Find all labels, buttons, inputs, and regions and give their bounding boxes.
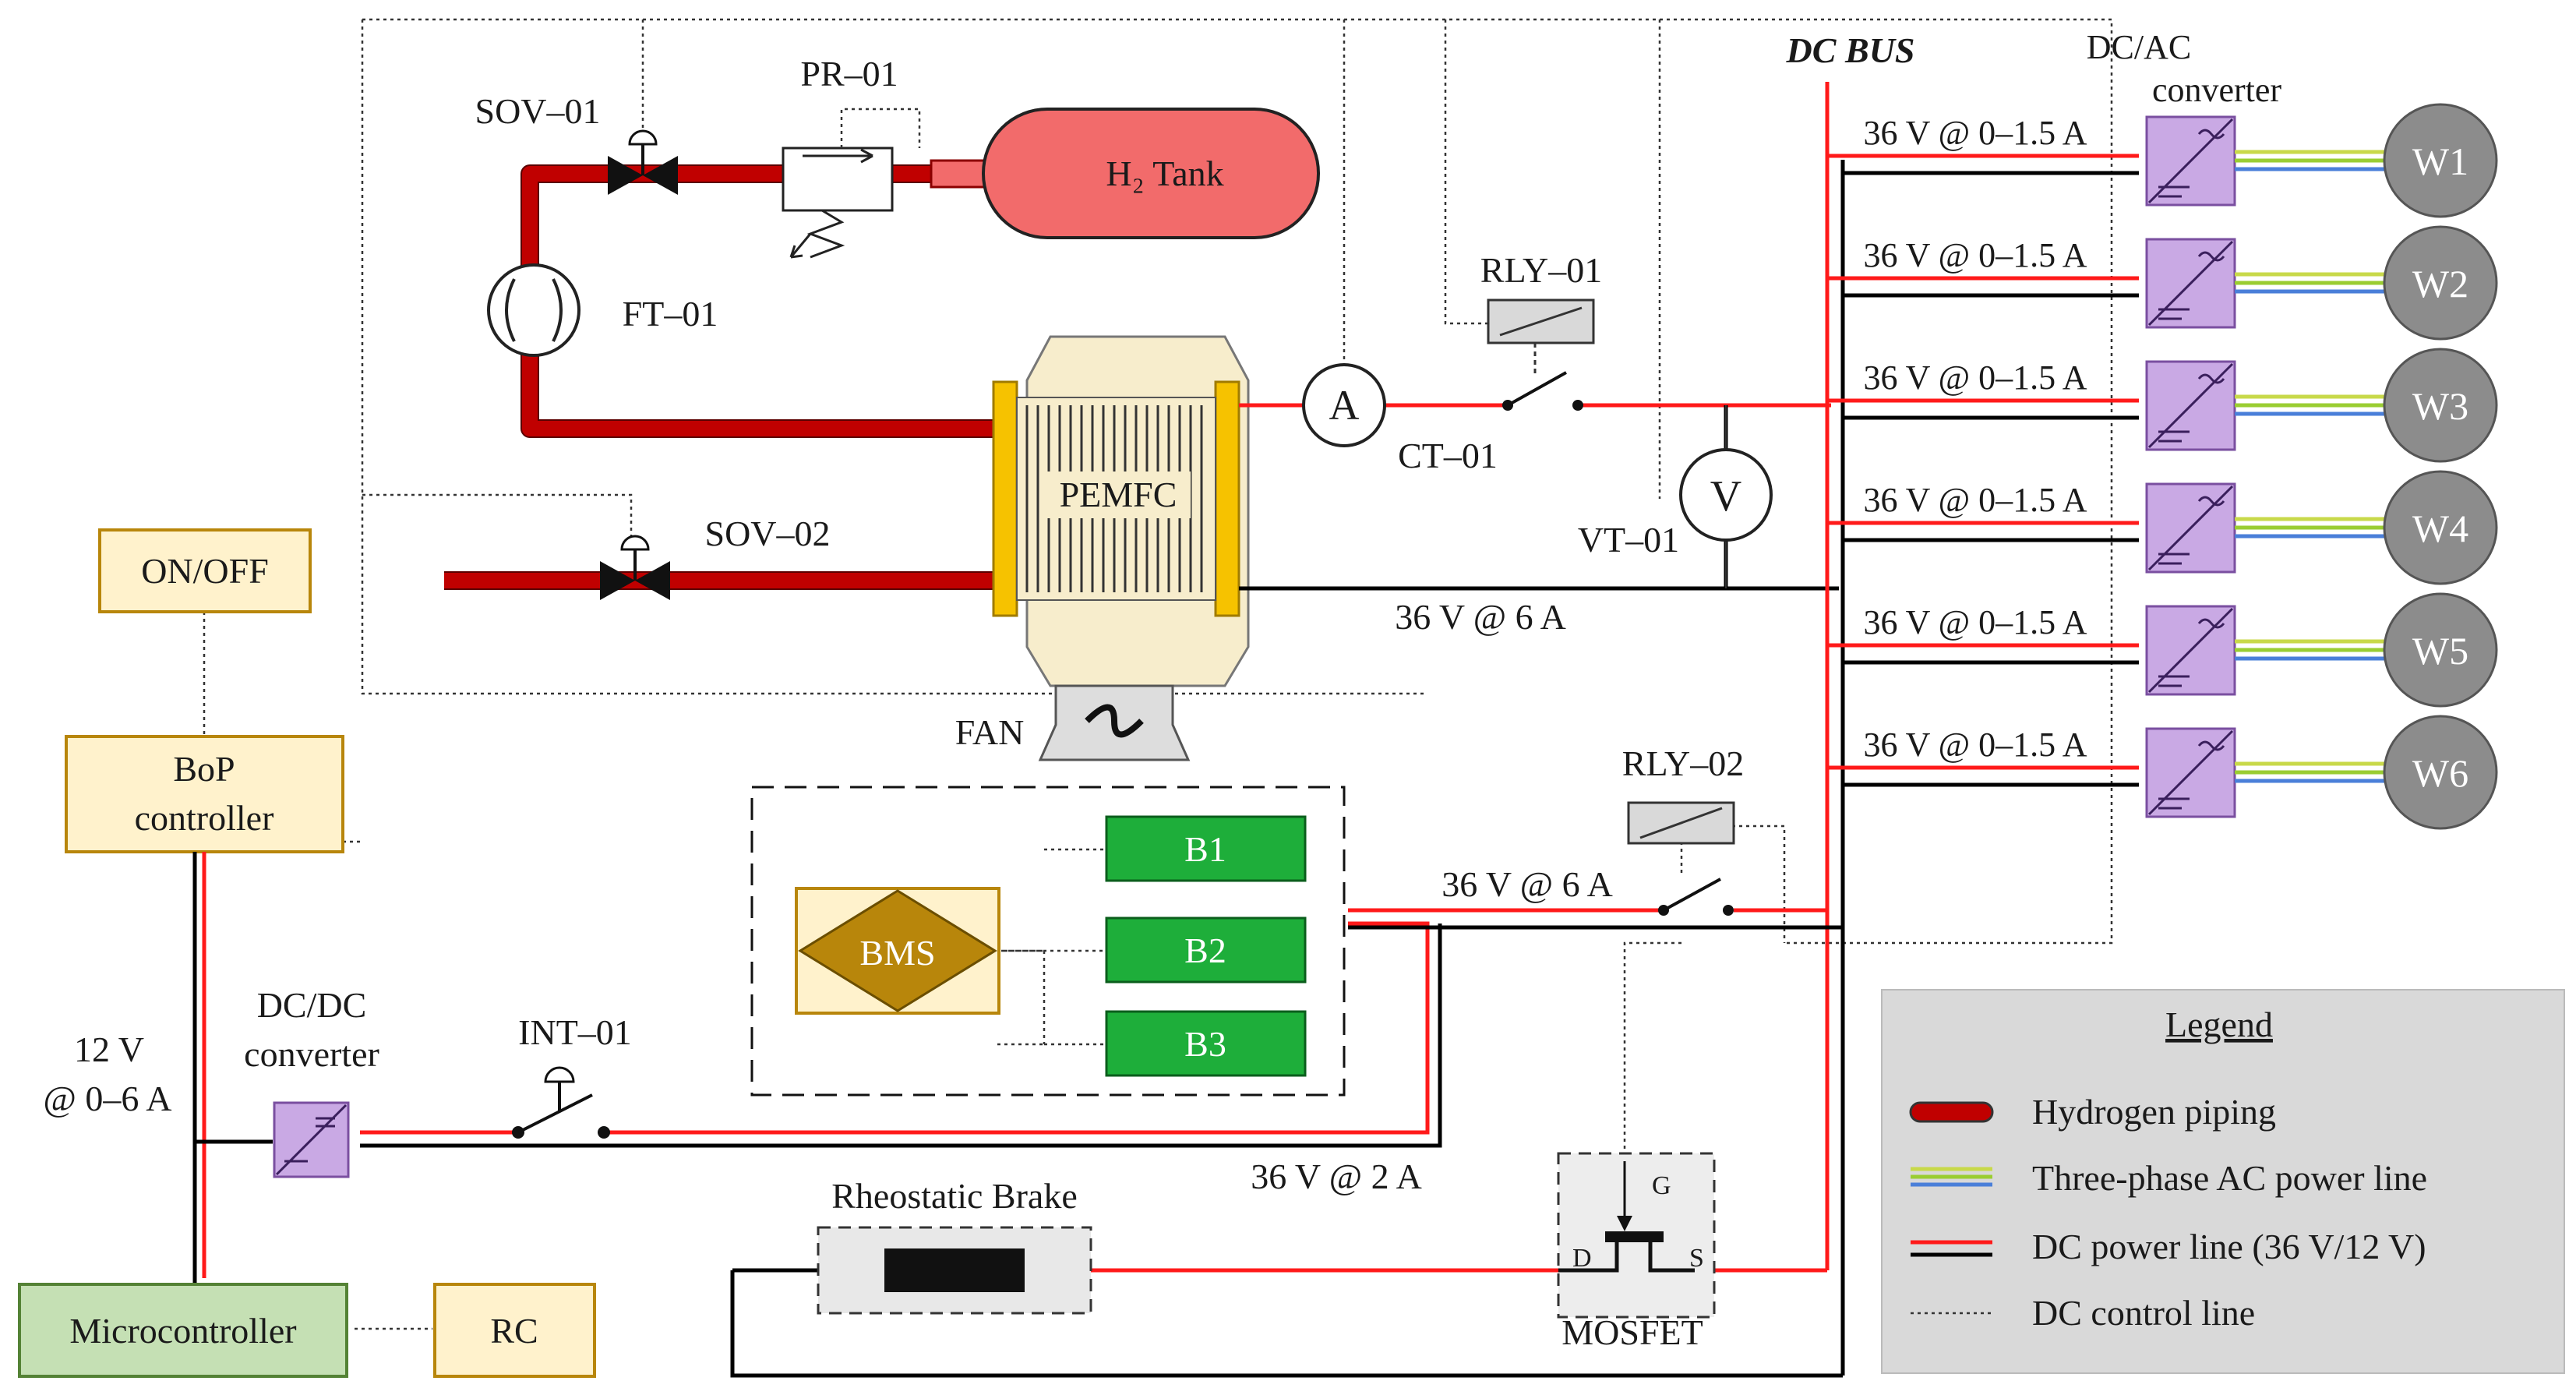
- wheel-label: W6: [2412, 751, 2468, 795]
- wheel: [2383, 348, 2498, 463]
- v12-label-line2: @ 0–6 A: [43, 1079, 171, 1118]
- wheel: [2383, 715, 2498, 830]
- sov01-label: SOV–01: [475, 91, 600, 131]
- dcac-label-line1: DC/AC: [2087, 28, 2191, 66]
- bop-label-line2: controller: [135, 798, 274, 838]
- dcdc-label-line2: converter: [244, 1034, 379, 1074]
- wheel-line-label: 36 V @ 0–1.5 A: [1863, 481, 2087, 519]
- dcdc-output-label: 36 V @ 2 A: [1251, 1157, 1422, 1196]
- wheel-line-label: 36 V @ 0–1.5 A: [1863, 236, 2087, 274]
- wheel: [2383, 103, 2498, 218]
- battery-label: B1: [1184, 829, 1226, 869]
- flow-transmitter-ft01: FT–01: [487, 263, 718, 357]
- interrupter-int01: INT–01: [512, 1012, 632, 1139]
- microcontroller: Microcontroller: [18, 1283, 348, 1378]
- battery: [1105, 815, 1307, 882]
- wheel-row-4: 36 V @ 0–1.5 A W4: [1827, 470, 2498, 585]
- legend-item: DC control line: [2032, 1293, 2255, 1333]
- wheel-line-label: 36 V @ 0–1.5 A: [1863, 603, 2087, 641]
- int01-label: INT–01: [518, 1012, 632, 1052]
- pemfc-label: PEMFC: [1060, 475, 1177, 514]
- control-lines: [203, 18, 2113, 1330]
- on-off-label: ON/OFF: [141, 551, 269, 591]
- h2-tank-label: H₂ Tank: [1106, 154, 1223, 193]
- dcdc-converter: DC/DC converter: [244, 985, 379, 1178]
- voltmeter-vt01: V VT–01: [1578, 405, 1773, 588]
- wheel: [2383, 592, 2498, 708]
- battery-output-label: 36 V @ 6 A: [1442, 864, 1613, 904]
- sov02-label: SOV–02: [704, 514, 830, 553]
- wheel-row-5: 36 V @ 0–1.5 A W5: [1827, 592, 2498, 708]
- wheel-label: W5: [2412, 629, 2468, 673]
- rc-receiver: RC: [433, 1283, 596, 1378]
- voltmeter-symbol: V: [1710, 472, 1741, 521]
- bop-label-line1: BoP: [173, 749, 235, 789]
- dcac-label-line2: converter: [2152, 71, 2281, 109]
- wheel-label: W4: [2412, 507, 2468, 550]
- wheel-label: W3: [2412, 384, 2468, 428]
- ft01-label: FT–01: [623, 294, 718, 334]
- relay-rly02: RLY–02: [1622, 743, 1744, 916]
- legend-swatch-hydrogen: [1909, 1101, 1994, 1123]
- on-off-switch: ON/OFF: [98, 528, 312, 613]
- solenoid-valve-sov01: SOV–01: [475, 91, 678, 195]
- pr01-label: PR–01: [800, 54, 898, 94]
- battery-label: B2: [1184, 931, 1226, 970]
- wheel-line-label: 36 V @ 0–1.5 A: [1863, 358, 2087, 397]
- dcdc-label-line1: DC/DC: [257, 985, 367, 1025]
- mosfet: G D S MOSFET: [1557, 1152, 1716, 1352]
- fan-label: FAN: [955, 712, 1025, 752]
- mosfet-label: MOSFET: [1561, 1312, 1703, 1352]
- legend-title: Legend: [2165, 1005, 2273, 1044]
- battery-pack: BMS B1 B2 B3: [750, 786, 1346, 1097]
- wheel-label: W2: [2412, 262, 2468, 305]
- solenoid-valve-sov02: SOV–02: [600, 514, 831, 600]
- rc-label: RC: [490, 1311, 538, 1351]
- dc-lines-12v: [192, 852, 1843, 1286]
- microcontroller-label: Microcontroller: [69, 1311, 296, 1351]
- mosfet-s-label: S: [1689, 1244, 1704, 1273]
- ammeter-symbol: A: [1329, 382, 1360, 429]
- pressure-regulator-pr01: PR–01: [782, 54, 921, 259]
- wheel-row-3: 36 V @ 0–1.5 A W3: [1827, 348, 2498, 463]
- mosfet-d-label: D: [1572, 1244, 1592, 1273]
- bop-controller: BoP controller: [65, 735, 344, 853]
- ammeter-ct01: A CT–01: [1302, 363, 1498, 475]
- wheel-line-label: 36 V @ 0–1.5 A: [1863, 114, 2087, 152]
- battery: [1105, 916, 1307, 984]
- rly01-label: RLY–01: [1480, 250, 1602, 290]
- v12-label-line1: 12 V: [74, 1029, 144, 1069]
- wheel: [2383, 470, 2498, 585]
- legend-item: Hydrogen piping: [2032, 1092, 2276, 1132]
- wheel-row-1: 36 V @ 0–1.5 A W1: [1827, 103, 2498, 218]
- battery: [1105, 1010, 1307, 1077]
- rly02-label: RLY–02: [1622, 743, 1744, 783]
- wheel: [2383, 225, 2498, 341]
- bms-label: BMS: [859, 933, 935, 973]
- legend-item: DC power line (36 V/12 V): [2032, 1227, 2426, 1266]
- wheel-row-2: 36 V @ 0–1.5 A W2: [1827, 225, 2498, 341]
- wheel-label: W1: [2412, 140, 2468, 183]
- mosfet-g-label: G: [1652, 1171, 1671, 1200]
- wheel-line-label: 36 V @ 0–1.5 A: [1863, 726, 2087, 764]
- fan: FAN: [955, 684, 1191, 761]
- vt01-label: VT–01: [1578, 520, 1679, 560]
- fc-output-label: 36 V @ 6 A: [1395, 597, 1566, 637]
- wheel-row-6: 36 V @ 0–1.5 A W6: [1827, 715, 2498, 830]
- ct01-label: CT–01: [1398, 436, 1498, 475]
- rheostatic-brake-circuit: Rheostatic Brake: [730, 1176, 1843, 1378]
- legend: Legend Hydrogen piping Three-phase AC po…: [1881, 989, 2565, 1374]
- battery-label: B3: [1184, 1024, 1226, 1064]
- pemfc-stack: PEMFC: [992, 335, 1250, 687]
- rheostatic-brake-label: Rheostatic Brake: [831, 1176, 1078, 1216]
- relay-rly01: RLY–01: [1480, 250, 1602, 411]
- dc-bus-label: DC BUS: [1786, 30, 1915, 70]
- h2-tank: H₂ Tank: [982, 108, 1320, 239]
- legend-item: Three-phase AC power line: [2032, 1158, 2427, 1198]
